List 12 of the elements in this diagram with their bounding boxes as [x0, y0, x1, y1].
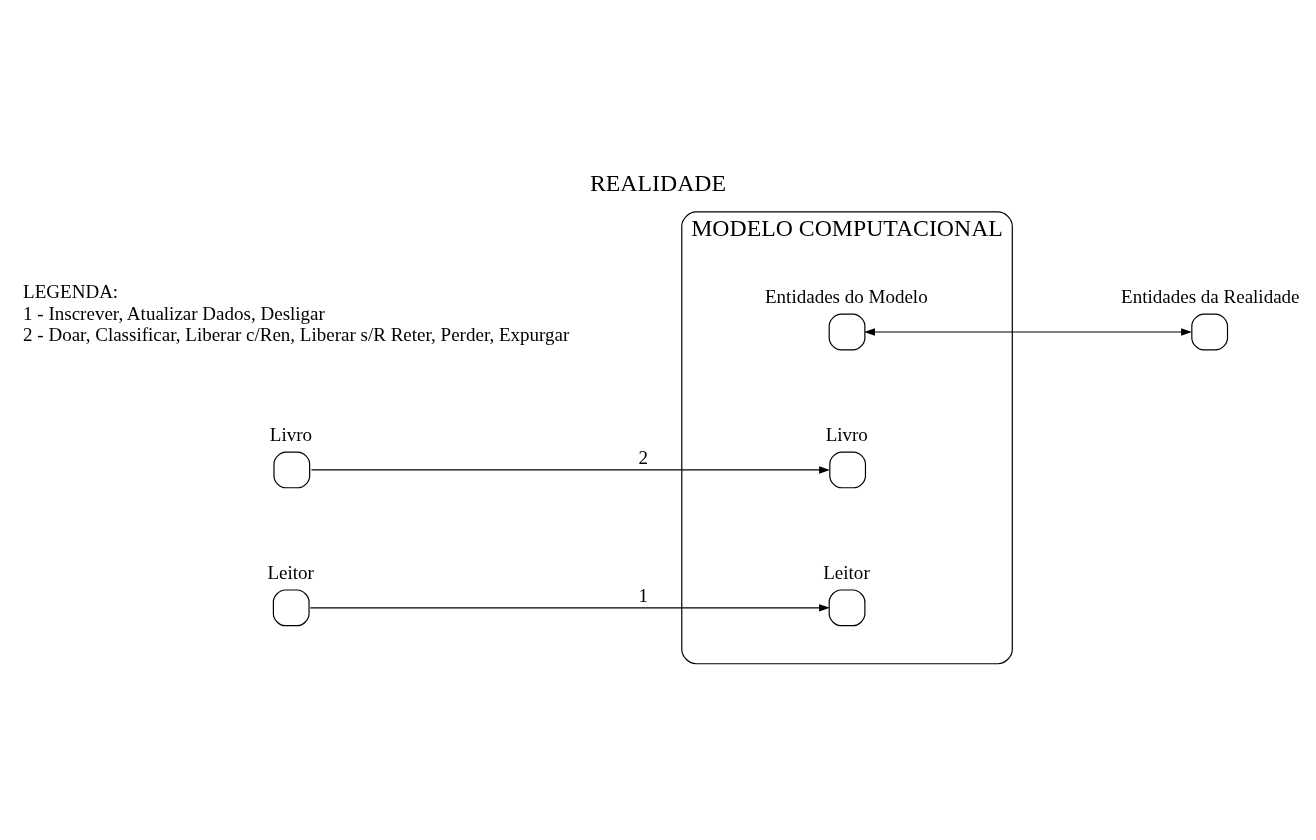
node-label: Livro — [269, 424, 313, 446]
label: 2 - Doar, Classificar, Liberar c/Ren, Liberar s/R Reter, Perder, Expurgar — [23, 324, 570, 346]
diagram-title: REALIDADE — [590, 169, 726, 196]
node-label: Livro — [825, 424, 868, 446]
edge-label: 2 — [638, 446, 648, 468]
label: 1 - Inscrever, Atualizar Dados, Desligar — [23, 302, 325, 324]
node-label: Leitor — [823, 562, 870, 584]
edge-label: 1 — [638, 584, 648, 606]
node-label: Leitor — [267, 562, 314, 584]
node-label: Entidades da Realidade — [1121, 286, 1300, 308]
label: LEGENDA: — [23, 281, 119, 303]
node-label: Entidades do Modelo — [765, 286, 928, 308]
